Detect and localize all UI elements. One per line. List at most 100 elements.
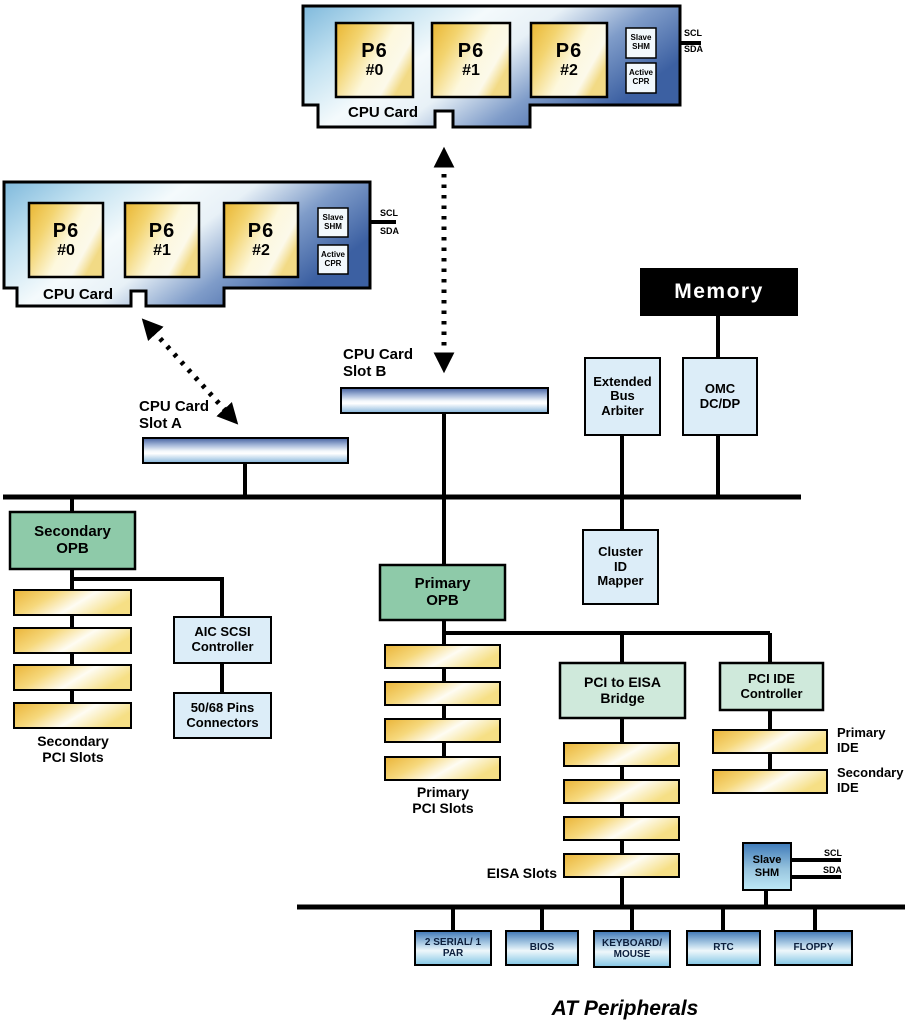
bus-scl-label: SCL (824, 848, 842, 858)
card-a-p6-0-label: P6 #0 (29, 203, 103, 277)
chip-name: P6 (247, 219, 275, 242)
eisa-slot-bar (563, 779, 680, 804)
card-b-active-cpr-label: Active CPR (628, 68, 653, 86)
pci-slot-bar (13, 702, 132, 729)
bus-sda-label: SDA (822, 865, 842, 875)
card-b-p6-chip-2 (529, 21, 609, 99)
secondary-opb-box (8, 510, 137, 571)
omc-label: OMC DC/DP (699, 380, 741, 411)
card-b-active-cpr-box (625, 62, 657, 94)
pci-slot-bar (13, 627, 132, 654)
chip-number: #1 (153, 242, 171, 260)
pci-eisa-bridge-label: PCI to EISA Bridge (583, 673, 661, 706)
card-a-p6-chip-0 (27, 201, 105, 279)
eisa-slot-bar (563, 742, 680, 767)
pci-slot-bar (384, 644, 501, 669)
card-b-slave-shm-box (625, 27, 657, 59)
eisa-slot-bar (563, 853, 680, 878)
pci-eisa-bridge-box (558, 661, 687, 720)
primary-opb-box (378, 563, 507, 622)
floppy-label: FLOPPY (793, 942, 834, 954)
card-b-slave-shm-label: Slave SHM (630, 33, 652, 51)
card-b-p6-1-label: P6 #1 (432, 23, 510, 97)
card-b-sda-label: SDA (684, 44, 704, 54)
serial-par-label: 2 SERIAL/ 1 PAR (424, 936, 482, 959)
aic-scsi-label: AIC SCSI Controller (191, 624, 254, 654)
card-b-p6-chip-1 (430, 21, 512, 99)
cluster-id-mapper-box (582, 529, 659, 605)
bus-slave-shm-box (742, 842, 792, 891)
cluster-id-mapper-label: Cluster ID Mapper (597, 544, 644, 589)
secondary-opb-label: Secondary OPB (34, 522, 111, 557)
rtc-label: RTC (713, 942, 734, 954)
pci-slot-bar (384, 718, 501, 743)
eisa-slot-bars (563, 742, 680, 878)
at-peripherals-title: AT Peripherals (551, 997, 699, 1020)
rtc-box (686, 930, 761, 966)
card-b-title: CPU Card (347, 104, 418, 121)
eisa-slots-label: EISA Slots (486, 865, 557, 881)
secondary-ide-label: Secondary IDE (837, 765, 904, 795)
card-a-p6-1-label: P6 #1 (125, 203, 199, 277)
card-a-title: CPU Card (42, 286, 113, 303)
pci-slot-bar (13, 589, 132, 616)
opb-aic-elbow (72, 577, 224, 620)
card-a-scl-label: SCL (380, 208, 398, 218)
primary-ide-label: Primary IDE (837, 725, 886, 755)
memory-box (640, 268, 798, 316)
at-peripheral-boxes (414, 930, 853, 968)
chip-number: #1 (462, 62, 480, 80)
chip-number: #2 (560, 62, 578, 80)
chip-name: P6 (555, 39, 583, 62)
primary-pci-slots-label: Primary PCI Slots (412, 784, 474, 816)
card-a-active-cpr-label: Active CPR (320, 249, 345, 268)
pins-connectors-box (173, 692, 272, 739)
chip-number: #0 (365, 62, 384, 80)
chip-name: P6 (361, 39, 388, 62)
chip-name: P6 (148, 219, 176, 242)
pci-ide-controller-box (718, 661, 825, 712)
extended-bus-arbiter-box (584, 357, 661, 436)
floppy-box (774, 930, 853, 966)
pci-ide-controller-label: PCI IDE Controller (740, 670, 803, 701)
secondary-ide-bar (712, 769, 828, 794)
card-a-sda-label: SDA (380, 226, 400, 236)
slot-a-label: CPU Card Slot A (139, 398, 210, 432)
pci-slot-bar (384, 681, 501, 706)
card-a-slave-shm-label: Slave SHM (322, 212, 344, 231)
cpu-slot-b-bar (340, 387, 549, 414)
aic-scsi-box (173, 616, 272, 664)
pci-slot-bar (384, 756, 501, 781)
bios-box (505, 930, 579, 966)
secondary-pci-slot-bars (13, 589, 132, 729)
eisa-slot-bar (563, 816, 680, 841)
memory-label: Memory (674, 280, 764, 304)
chip-number: #0 (57, 242, 75, 260)
chip-number: #2 (252, 242, 270, 260)
pins-connectors-label: 50/68 Pins Connectors (186, 699, 259, 730)
chip-name: P6 (457, 39, 485, 62)
card-a-active-cpr-box (317, 244, 349, 275)
keyboard-mouse-label: KEYBOARD/ MOUSE (601, 937, 662, 960)
serial-par-box (414, 930, 492, 966)
insertion-arrows (141, 146, 455, 425)
primary-pci-slot-bars (384, 644, 501, 781)
card-b-p6-chip-0 (334, 21, 415, 99)
card-a-p6-chip-1 (123, 201, 201, 279)
bus-slave-shm-label: Slave SHM (752, 854, 782, 879)
card-a-p6-chip-2 (222, 201, 300, 279)
omc-box (682, 357, 758, 436)
card-a-slot-a-arrow (141, 318, 239, 425)
pci-slot-bar (13, 664, 132, 691)
cpu-slot-a-bar (142, 437, 349, 464)
card-b-p6-2-label: P6 #2 (531, 23, 607, 97)
chip-name: P6 (52, 219, 80, 242)
primary-ide-bar (712, 729, 828, 754)
card-a-p6-2-label: P6 #2 (224, 203, 298, 277)
primary-opb-label: Primary OPB (414, 574, 471, 609)
extended-bus-arbiter-label: Extended Bus Arbiter (593, 373, 652, 418)
keyboard-mouse-box (593, 930, 671, 968)
secondary-pci-slots-label: Secondary PCI Slots (37, 733, 109, 765)
